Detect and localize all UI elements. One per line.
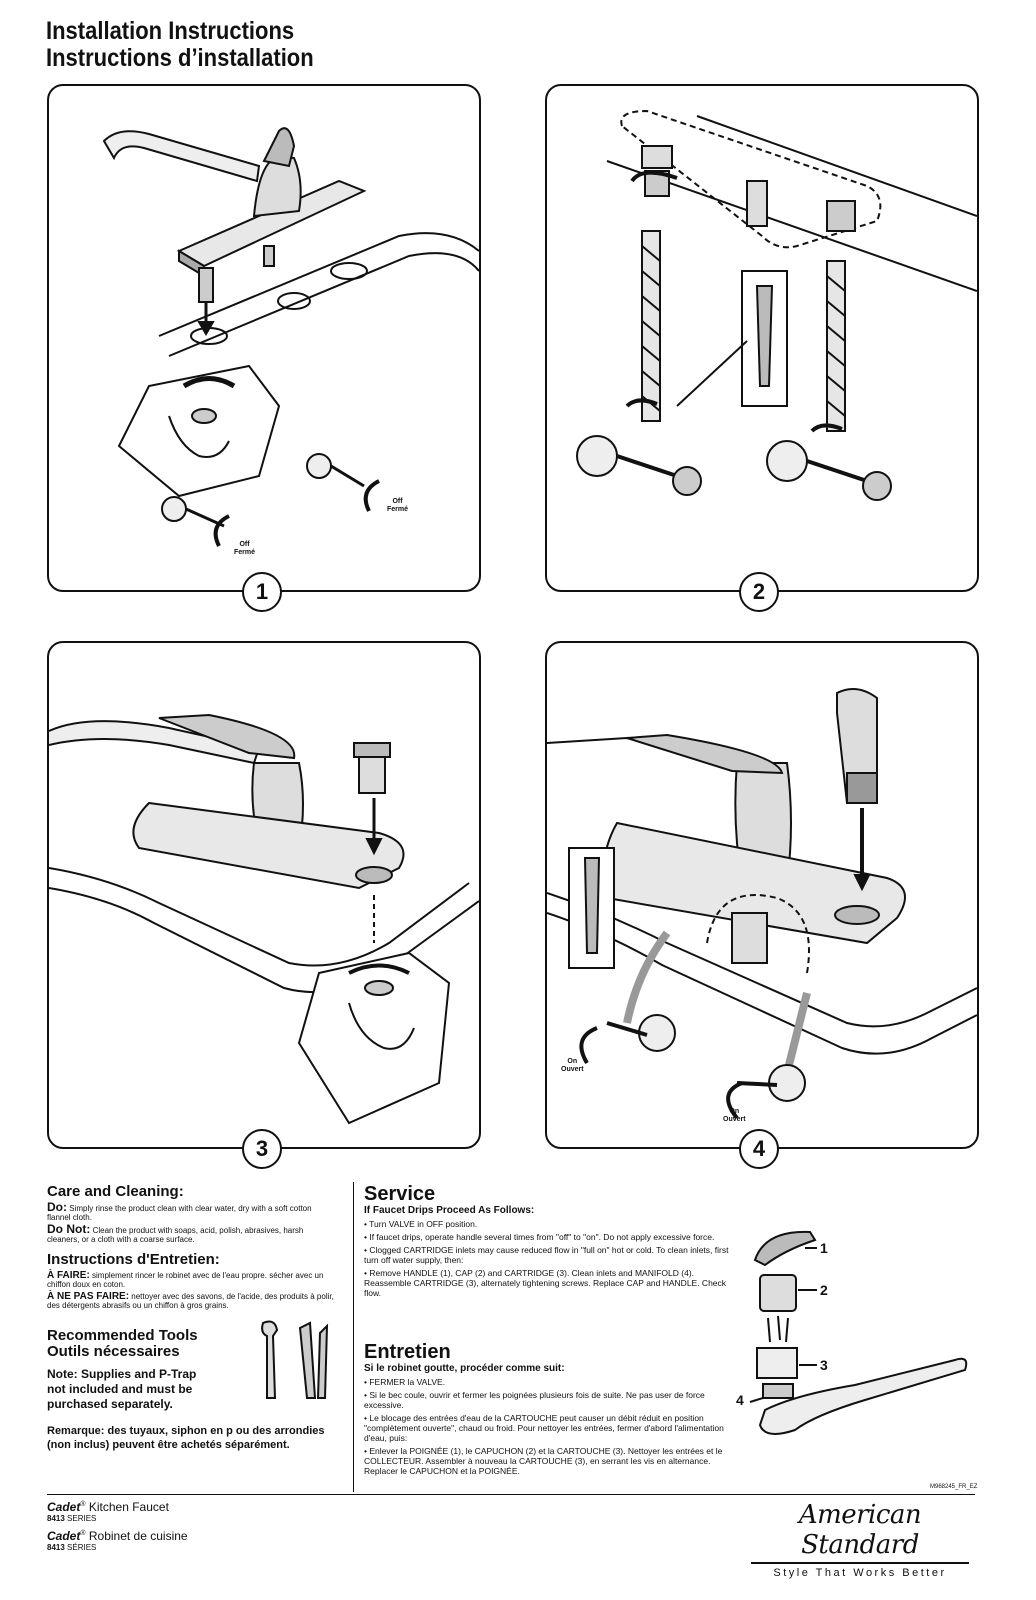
part-label-1: 1 (820, 1240, 828, 1256)
care-ne-pas-faire: À NE PAS FAIRE: nettoyer avec des savons… (47, 1291, 334, 1311)
list-item: • Remove HANDLE (1), CAP (2) and CARTRID… (364, 1268, 727, 1298)
wrench-icon (261, 1320, 279, 1399)
parts-diagram (749, 1230, 968, 1435)
step-2-illustration (576, 109, 977, 501)
step-4-illustration (547, 688, 977, 1120)
step-panel-2 (545, 84, 979, 592)
part-label-3: 3 (820, 1357, 828, 1373)
manifold-part (758, 1357, 968, 1435)
list-item: • Clogged CARTRIDGE inlets may cause red… (364, 1245, 729, 1265)
care-fr-title: Instructions d'Entretien: (47, 1251, 220, 1268)
care-section: Care and Cleaning: Do: Simply rinse the … (47, 1183, 337, 1311)
off-label-right: Off Fermé (387, 498, 409, 513)
document-code: M968245_FR_EZ (930, 1484, 978, 1490)
list-item: • Turn VALVE in OFF position. (364, 1219, 478, 1229)
step-panel-1: Off Fermé Off Fermé (47, 84, 481, 592)
cap-part (759, 1274, 797, 1312)
series-fr: 8413 SÉRIES (47, 1543, 97, 1552)
on-label-right: On Ouvert (723, 1108, 746, 1123)
care-do: Do: Simply rinse the product clean with … (47, 1200, 312, 1222)
tools-title-fr: Outils nécessaires (47, 1343, 180, 1360)
service-section: Service If Faucet Drips Proceed As Follo… (364, 1184, 734, 1301)
page-title: Installation Instructions Instructions d… (46, 17, 314, 72)
supplies-note-fr: Remarque: des tuyaux, siphon en p ou des… (47, 1425, 325, 1451)
part-label-4: 4 (736, 1392, 744, 1408)
step-number-1: 1 (242, 572, 282, 612)
list-item: • Enlever la POIGNÉE (1), le CAPUCHON (2… (364, 1446, 723, 1476)
step-number-4: 4 (739, 1129, 779, 1169)
on-label-left: On Ouvert (561, 1058, 584, 1073)
series-en: 8413 SERIES (47, 1514, 97, 1523)
footer-product: Cadet® Kitchen Faucet 8413 SERIES Cadet®… (47, 1498, 347, 1552)
entretien-section: Entretien Si le robinet goutte, procéder… (364, 1342, 734, 1479)
handle-part (753, 1230, 817, 1267)
part-label-2: 2 (820, 1282, 828, 1298)
list-item: • If faucet drips, operate handle severa… (364, 1232, 715, 1242)
entretien-subtitle: Si le robinet goutte, procéder comme sui… (364, 1363, 565, 1374)
step-panel-3 (47, 641, 481, 1149)
step-number-2: 2 (739, 572, 779, 612)
entretien-title: Entretien (364, 1341, 451, 1363)
off-label-left: Off Fermé (234, 541, 256, 556)
cartridge-part (756, 1347, 798, 1379)
care-faire: À FAIRE: simplement rincer le robinet av… (47, 1270, 324, 1290)
logo-tagline: Style That Works Better (773, 1567, 947, 1579)
logo-wordmark: American Standard (798, 1500, 922, 1560)
tools-illustration (261, 1320, 329, 1399)
care-do-not: Do Not: Clean the product with soaps, ac… (47, 1222, 304, 1244)
entretien-list: • FERMER la VALVE. • Si le bec coule, ou… (364, 1377, 734, 1476)
pliers-icon (298, 1321, 317, 1399)
list-item: • Le blocage des entrées d'eau de la CAR… (364, 1413, 724, 1443)
step-3-illustration (49, 713, 479, 1125)
tools-title-en: Recommended Tools (47, 1327, 198, 1344)
list-item: • FERMER la VALVE. (364, 1377, 446, 1387)
care-title: Care and Cleaning: (47, 1183, 184, 1200)
service-title: Service (364, 1183, 436, 1205)
list-item: • Si le bec coule, ouvrir et fermer les … (364, 1390, 705, 1410)
column-divider (353, 1182, 354, 1492)
service-subtitle: If Faucet Drips Proceed As Follows: (364, 1205, 535, 1216)
product-name-en: Cadet® Kitchen Faucet (47, 1500, 169, 1514)
step-number-3: 3 (242, 1129, 282, 1169)
footer-divider (47, 1494, 975, 1495)
supplies-note: Note: Supplies and P-Trap not included a… (47, 1367, 197, 1411)
tools-section: Recommended Tools Outils nécessaires (47, 1328, 247, 1360)
step-panel-4: On Ouvert On Ouvert (545, 641, 979, 1149)
brand-logo: American Standard Style That Works Bette… (745, 1500, 975, 1579)
service-list: • Turn VALVE in OFF position. • If fauce… (364, 1219, 734, 1298)
step-1-illustration (102, 127, 479, 547)
product-name-fr: Cadet® Robinet de cuisine (47, 1529, 188, 1543)
